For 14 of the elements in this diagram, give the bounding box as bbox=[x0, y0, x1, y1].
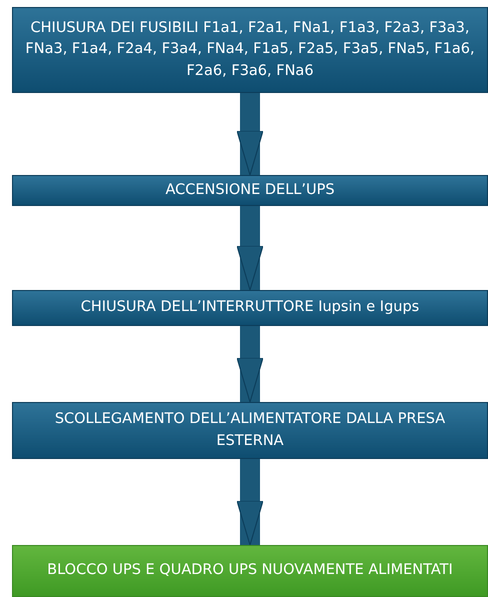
step-text: ACCENSIONE DELL’UPS bbox=[165, 180, 335, 200]
process-box bbox=[12, 7, 488, 93]
step-text: CHIUSURA DELL’INTERRUTTORE Iupsin e Igups bbox=[80, 298, 420, 318]
step-text: BLOCCO UPS E QUADRO UPS NUOVAMENTE ALIMENTATI bbox=[47, 561, 453, 580]
arrow bbox=[236, 459, 264, 546]
process-box bbox=[12, 290, 488, 326]
step-text: CHIUSURA DEI FUSIBILI F1a1, F2a1, FNa1, F1a3, F2a3, F3a3, FNa3, F1a4, F2a4, F3a4, FNa4, F1a5, F2a5, F3a5, FNa5, F1a6, F2a6, F3a6, FNa6 bbox=[24, 19, 476, 80]
process-box bbox=[12, 402, 488, 459]
step-text: SCOLLEGAMENTO DELL’ALIMENTATORE DALLA PRESA ESTERNA bbox=[54, 410, 446, 450]
arrow bbox=[236, 326, 264, 402]
process-box bbox=[12, 175, 488, 206]
arrow bbox=[236, 93, 264, 176]
process-box bbox=[12, 545, 488, 597]
arrow bbox=[236, 206, 264, 290]
